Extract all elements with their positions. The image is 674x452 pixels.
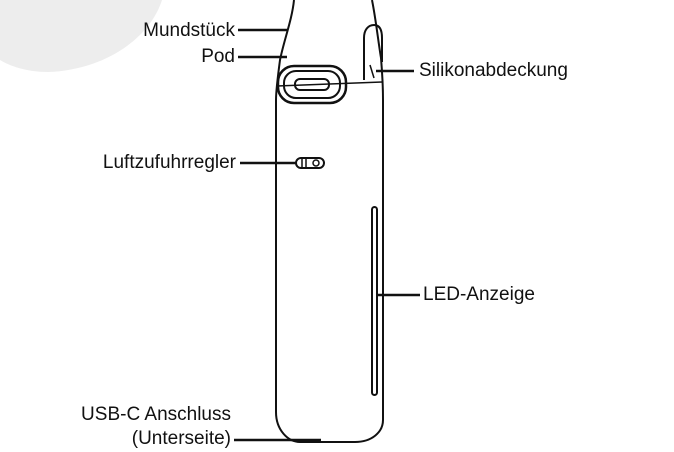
watermark-shape [0,0,162,72]
label-silicone-cover: Silikonabdeckung [419,60,568,81]
label-usb-c-line2: (Unterseite) [131,428,231,449]
airflow-switch-knob [312,159,320,167]
silicone-cover-edge [369,64,375,79]
pod-window-outer [276,64,348,105]
label-mouthpiece: Mundstück [143,20,235,41]
silicone-cover-strip [363,23,383,80]
label-usb-c-line1: USB-C Anschluss [81,404,231,425]
label-airflow-control: Luftzufuhrregler [102,152,236,173]
led-indicator-strip [371,206,378,396]
airflow-switch-body [295,157,325,169]
pod-window-slot [294,78,330,91]
pod-window-middle [283,70,341,99]
label-led-indicator: LED-Anzeige [423,284,535,305]
label-pod: Pod [201,46,235,67]
